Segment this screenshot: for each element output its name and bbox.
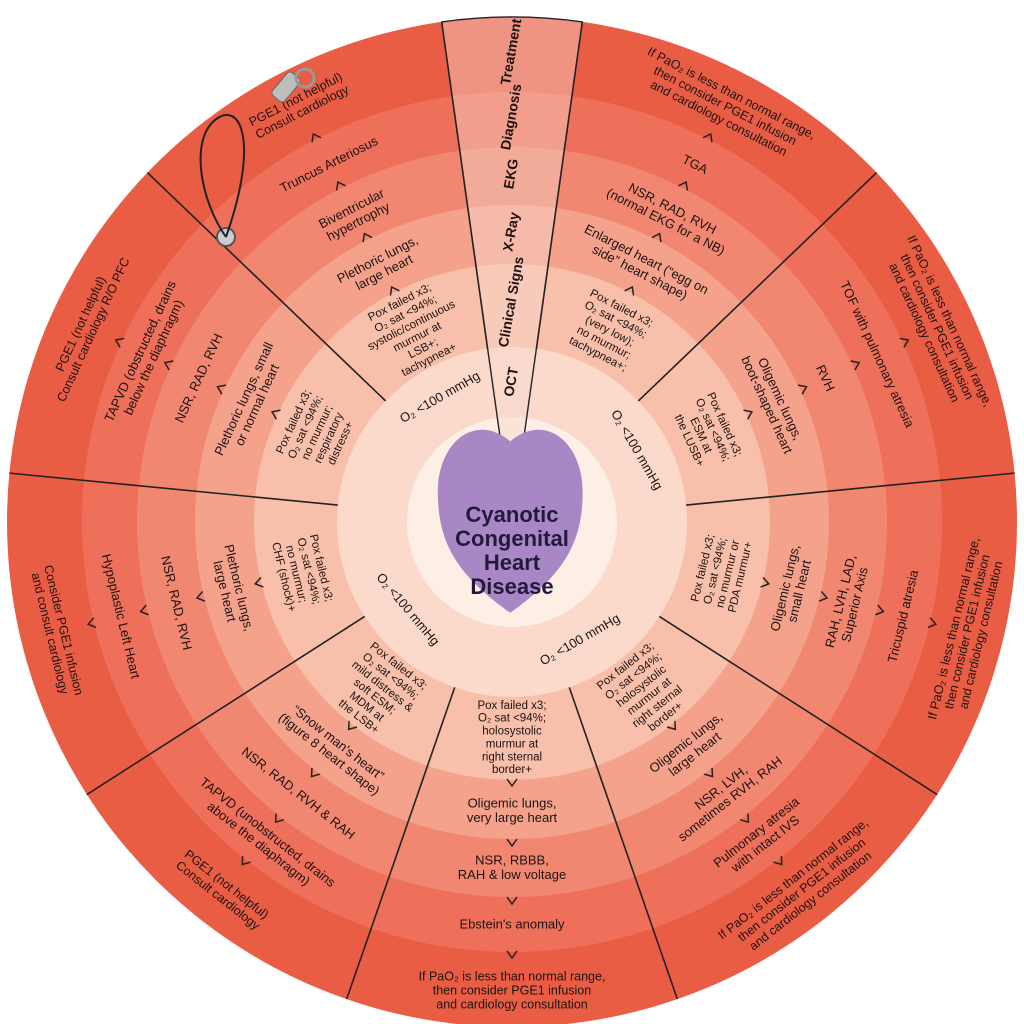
sector-divider	[686, 472, 1015, 506]
flow-arrow-icon	[241, 855, 251, 866]
level-label: X-Ray	[499, 211, 522, 253]
flow-arrow-icon	[506, 838, 518, 848]
text-line: then consider PGE1 infusion	[433, 983, 591, 997]
flow-arrow-icon	[362, 232, 373, 243]
sector-divider	[658, 615, 938, 796]
sector-hlhs-clinical: Pox failed x3;O₂ sat <94%;no murmur;CHF …	[269, 532, 335, 613]
flow-arrow-icon	[347, 720, 358, 731]
flow-arrow-icon	[760, 576, 770, 588]
sector-pa-ivs-clinical: Pox failed x3;O₂ sat <94%;holosystolicmu…	[595, 640, 697, 743]
center-title-line: Heart	[484, 550, 541, 575]
text-line: holosystolic	[482, 726, 542, 738]
sector-tricuspid-clinical: Pox failed x3;O₂ sat <94%;no murmur orPD…	[689, 531, 755, 614]
flow-arrow-icon	[139, 604, 149, 616]
sector-divider	[345, 687, 456, 1000]
flow-arrow-icon	[270, 409, 281, 420]
flow-arrow-icon	[310, 767, 321, 778]
flow-arrow-icon	[506, 950, 518, 960]
level-strip-wedge	[440, 16, 584, 523]
flow-arrow-icon	[506, 896, 518, 906]
flow-arrow-icon	[163, 360, 174, 371]
sector-divider	[568, 687, 679, 1000]
sector-divider	[86, 615, 366, 796]
sector-ebstein-xray: Oligemic lungs,very large heart	[467, 795, 558, 825]
text-line: If PaO₂ is less than normal range,	[419, 969, 606, 983]
flow-arrow-icon	[797, 384, 808, 395]
center-title-line: Disease	[470, 574, 553, 599]
flow-arrow-icon	[335, 180, 346, 191]
flow-arrow-icon	[216, 384, 227, 395]
text-line: NSR, RBBB,	[475, 852, 549, 867]
text-line: very large heart	[467, 810, 558, 825]
keychain-ring	[199, 67, 316, 247]
sector-ebstein-treatment: If PaO₂ is less than normal range,then c…	[419, 969, 606, 1011]
text-line: O₂ sat <94%;	[478, 713, 546, 725]
sector-divider	[146, 172, 387, 402]
text-line: murmur at	[486, 738, 539, 750]
heart-shape	[437, 429, 583, 613]
center-title-line: Cyanotic	[466, 502, 559, 527]
flow-arrow-icon	[899, 337, 910, 348]
level-label: OCT	[500, 365, 521, 397]
level-label: EKG	[500, 157, 521, 190]
text-line: right sternal	[482, 751, 542, 763]
flow-arrow-icon	[86, 617, 97, 629]
flow-arrow-icon	[743, 409, 754, 420]
sector-divider	[637, 172, 878, 402]
text-line: Ebstein's anomaly	[459, 917, 565, 932]
text-line: Oligemic lungs,	[468, 795, 557, 810]
flow-arrow-icon	[850, 360, 861, 371]
flow-arrow-icon	[195, 590, 206, 602]
flow-arrow-icon	[114, 337, 125, 348]
flow-arrow-icon	[875, 604, 885, 616]
flow-arrow-icon	[927, 617, 938, 629]
flow-arrow-icon	[703, 767, 714, 778]
flow-arrow-icon	[389, 285, 400, 296]
flow-arrow-icon	[678, 180, 689, 191]
text-line: and cardiology consultation	[436, 997, 588, 1011]
sector-ebstein-ekg: NSR, RBBB,RAH & low voltage	[458, 852, 566, 882]
flow-arrow-icon	[739, 813, 750, 824]
split-ring-icon	[294, 67, 316, 89]
flow-arrow-icon	[773, 855, 783, 866]
lanyard-icon	[199, 114, 245, 238]
flow-arrow-icon	[651, 232, 662, 243]
sector-ebstein-diagnosis: Ebstein's anomaly	[459, 917, 565, 932]
flow-arrow-icon	[702, 132, 713, 143]
flow-arrow-icon	[666, 720, 677, 731]
flow-arrow-icon	[624, 285, 635, 296]
flow-arrow-icon	[254, 576, 264, 588]
flow-arrow-icon	[818, 590, 829, 602]
text-line: Pox failed x3;	[477, 700, 546, 712]
center-title-line: Congenital	[455, 526, 569, 551]
text-line: border+	[492, 764, 532, 776]
sector-truncus-clinical: Pox failed x3;O₂ sat <94%;systolic/conti…	[354, 275, 475, 387]
flow-arrow-icon	[274, 813, 285, 824]
flow-arrow-icon	[506, 778, 518, 788]
sector-divider	[9, 472, 338, 506]
text-line: RAH & low voltage	[458, 867, 566, 882]
flow-arrow-icon	[311, 132, 322, 143]
